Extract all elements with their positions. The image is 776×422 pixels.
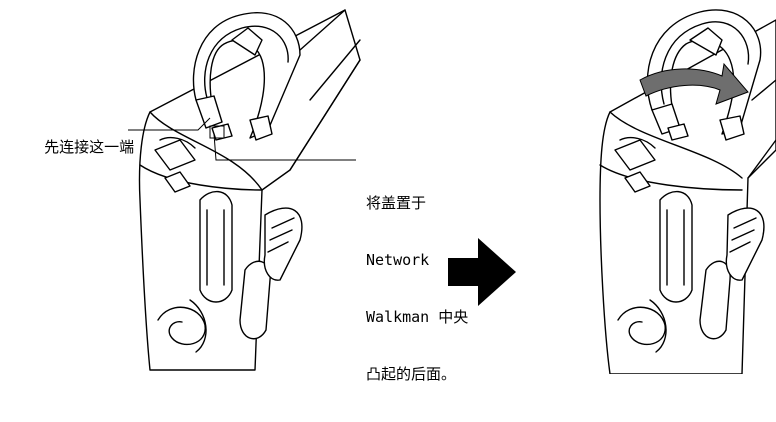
leader-line-connect (128, 117, 211, 131)
connect-first-text: 先连接这一端 (44, 138, 135, 156)
device-before (138, 9, 361, 371)
diagram-canvas: 先连接这一端 将盖置于 Network Walkman 中央 凸起的后面。 (8, 9, 776, 383)
leader-target-box (209, 125, 225, 139)
leader-line-place (213, 133, 356, 161)
place-cover-line-2: Network (366, 251, 430, 269)
curved-arrow-icon (639, 62, 749, 105)
illustration (128, 9, 776, 374)
place-cover-line-4: 凸起的后面。 (366, 365, 457, 383)
place-cover-label: 将盖置于 Network Walkman 中央 凸起的后面。 (366, 156, 468, 422)
right-arrow-icon (448, 238, 516, 306)
device-after (599, 9, 776, 374)
place-cover-line-1: 将盖置于 (366, 194, 427, 212)
place-cover-line-3: Walkman 中央 (366, 308, 469, 326)
connect-first-label: 先连接这一端 (8, 119, 134, 176)
